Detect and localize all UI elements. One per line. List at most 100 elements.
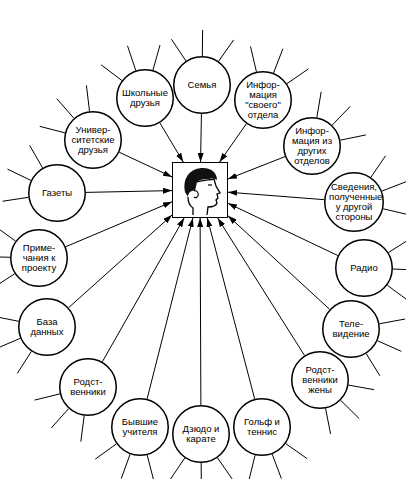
- spoke-line: [378, 341, 402, 352]
- spoke-line: [81, 416, 84, 442]
- spoke-line: [340, 135, 365, 140]
- spoke-line: [0, 256, 10, 258]
- source-circle: Гольф и теннис: [233, 398, 291, 456]
- text-holder: Родст-венники жены: [295, 365, 345, 396]
- source-label: База данных: [22, 317, 72, 338]
- source-label: Родст-венники жены: [295, 365, 345, 396]
- spoke-line: [393, 269, 406, 271]
- spoke-line: [153, 45, 160, 70]
- spoke-line: [219, 40, 234, 61]
- source-circle: База данных: [18, 298, 76, 356]
- circle-shape: [117, 70, 174, 127]
- source-circle: Дзюдо и карате: [172, 405, 230, 463]
- spoke-line: [389, 239, 406, 253]
- spoke-line: [287, 69, 308, 84]
- head-illustration: [172, 162, 228, 218]
- face-profile: [197, 179, 220, 215]
- spoke-line: [274, 49, 283, 73]
- source-circle: Газеты: [28, 164, 86, 222]
- info-arrow: [220, 124, 247, 162]
- spoke-line: [382, 182, 406, 191]
- circle-shape: [323, 301, 380, 358]
- circle-shape: [284, 118, 341, 175]
- source-circle: Радио: [335, 239, 393, 297]
- spoke-line: [0, 338, 20, 348]
- source-label: Инфор-мация из других отделов: [287, 126, 337, 167]
- circle-shape: [29, 165, 86, 222]
- source-label: Приме-чания к проекту: [14, 243, 64, 274]
- spoke-line: [51, 409, 68, 428]
- info-arrow: [86, 191, 172, 193]
- text-holder: Родст-венники: [63, 377, 113, 398]
- spoke-line: [218, 458, 233, 479]
- spoke-line: [326, 408, 331, 434]
- info-arrow: [228, 203, 338, 255]
- source-circle: Инфор-мация из других отделов: [283, 117, 341, 175]
- circle-shape: [292, 352, 349, 409]
- spoke-line: [30, 145, 43, 168]
- spoke-line: [3, 197, 29, 201]
- spoke-line: [383, 209, 406, 215]
- info-arrow: [207, 218, 254, 399]
- hair-shape: [184, 168, 217, 197]
- source-label: Семья: [177, 80, 227, 90]
- info-arrow: [218, 218, 305, 355]
- spoke-line: [286, 444, 307, 459]
- spoke-line: [86, 85, 89, 111]
- circle-shape: [60, 359, 117, 416]
- spoke-line: [121, 454, 130, 478]
- source-circle: Бывшие учителя: [111, 398, 169, 456]
- spoke-line: [317, 92, 321, 118]
- source-label: Инфор-мация "своего" отдела: [238, 80, 288, 121]
- spoke-line: [128, 46, 136, 71]
- text-holder: Семья: [177, 80, 227, 90]
- circle-shape: [19, 299, 76, 356]
- circle-shape: [173, 406, 230, 463]
- source-label: Родст-венники: [63, 377, 113, 398]
- text-holder: База данных: [22, 317, 72, 338]
- source-circle: Семья: [173, 56, 231, 114]
- neck-line: [188, 197, 193, 215]
- source-circle: Школьные друзья: [116, 69, 174, 127]
- circle-shape: [336, 240, 393, 297]
- spoke-line: [341, 400, 360, 418]
- info-arrow: [200, 218, 202, 405]
- text-holder: Инфор-мация "своего" отдела: [238, 80, 288, 121]
- spoke-line: [147, 455, 153, 479]
- text-holder: Школьные друзья: [120, 88, 170, 109]
- source-circle: Родст-венники: [59, 358, 117, 416]
- info-arrow: [66, 202, 172, 247]
- source-circle: Сведения, полученные у другой стороны: [324, 172, 384, 232]
- source-label: Бывшие учителя: [115, 417, 165, 438]
- text-holder: Радио: [339, 263, 389, 273]
- source-label: Дзюдо и карате: [176, 424, 226, 445]
- spoke-line: [0, 226, 15, 241]
- spoke-line: [0, 316, 19, 321]
- text-holder: Гольф и теннис: [237, 417, 287, 438]
- source-label: Гольф и теннис: [237, 417, 287, 438]
- spoke-line: [17, 351, 31, 373]
- spoke-line: [0, 274, 15, 288]
- text-holder: Сведения, полученные у другой стороны: [329, 182, 379, 223]
- circle-shape: [234, 399, 291, 456]
- text-holder: Дзюдо и карате: [176, 424, 226, 445]
- spoke-line: [366, 354, 380, 376]
- source-circle: Теле-видение: [322, 300, 380, 358]
- spoke-line: [101, 65, 122, 81]
- source-label: Радио: [339, 263, 389, 273]
- circle-shape: [174, 57, 231, 114]
- info-arrow: [102, 218, 184, 362]
- spoke-line: [251, 46, 257, 71]
- info-arrow: [147, 218, 193, 399]
- source-label: Газеты: [32, 188, 82, 198]
- text-holder: Приме-чания к проекту: [14, 243, 64, 274]
- info-arrow: [228, 216, 330, 310]
- spoke-line: [95, 444, 116, 459]
- source-label: Теле-видение: [326, 319, 376, 340]
- spoke-line: [201, 463, 202, 479]
- spoke-line: [170, 458, 185, 479]
- text-holder: Бывшие учителя: [115, 417, 165, 438]
- text-holder: Теле-видение: [326, 319, 376, 340]
- info-arrow: [200, 114, 202, 162]
